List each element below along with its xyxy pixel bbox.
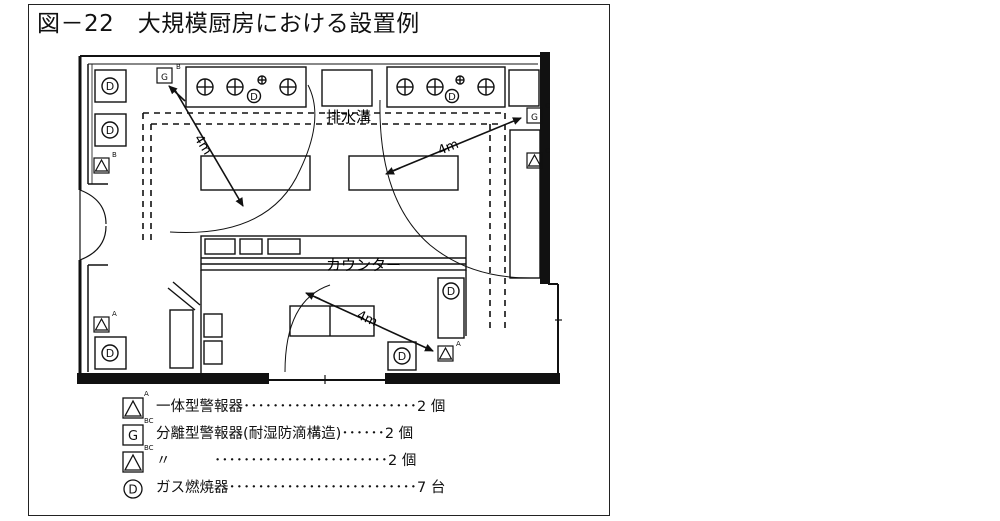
- distance-label-right: 4m: [436, 137, 461, 159]
- triangle-detector-icon: [122, 451, 144, 473]
- legend-text: 分離型警報器(耐湿防滴構造)･･････2 個: [156, 426, 414, 442]
- lower-partitions: [167, 270, 467, 373]
- detector-g-right: G C: [526, 102, 550, 124]
- svg-text:G: G: [128, 429, 138, 444]
- gas-burner-d-icon: D: [123, 479, 143, 499]
- lower-right-appliance: D: [437, 277, 465, 339]
- coverage-arcs: [169, 84, 531, 373]
- svg-text:G: G: [531, 113, 538, 123]
- left-appliance-top: D: [94, 69, 127, 103]
- figure-title: 図－22 大規模厨房における設置例: [37, 11, 420, 37]
- svg-text:D: D: [106, 347, 114, 360]
- lower-bottom-appliance: D: [387, 341, 417, 371]
- stove-range-right: D: [386, 66, 506, 108]
- right-long-unit: [509, 129, 541, 279]
- detector-g-top-left: G B: [156, 63, 181, 84]
- svg-text:B: B: [176, 63, 181, 71]
- outer-walls: [77, 52, 560, 384]
- gas-detector-g-icon: G: [122, 424, 144, 446]
- svg-text:A: A: [112, 310, 117, 318]
- svg-text:D: D: [447, 285, 455, 298]
- svg-text:C: C: [545, 102, 550, 110]
- left-double-door: [79, 189, 107, 261]
- triangle-detector-icon: [122, 397, 144, 419]
- counter: [200, 235, 467, 271]
- work-table-right: [348, 155, 459, 191]
- detector-triangle-left-a: A: [93, 310, 117, 333]
- legend-text: 〃 ････････････････････････2 個: [156, 453, 417, 469]
- left-appliance-middle: D: [94, 113, 127, 147]
- svg-text:D: D: [128, 483, 137, 497]
- svg-text:C: C: [545, 147, 550, 155]
- distance-label-bottom: 4m: [354, 308, 379, 330]
- distance-arrows: [168, 85, 522, 352]
- drain-channel: [142, 112, 506, 330]
- detector-triangle-left-b: B: [93, 151, 117, 174]
- detector-triangle-bottom-a: A: [437, 340, 461, 362]
- svg-text:D: D: [448, 92, 456, 103]
- svg-text:B: B: [112, 151, 117, 159]
- svg-text:D: D: [250, 92, 258, 103]
- svg-text:D: D: [398, 350, 406, 363]
- center-unit-top: [321, 69, 373, 107]
- figure-frame: [28, 4, 610, 516]
- drain-label: 排水溝: [326, 108, 371, 126]
- distance-label-left: 4m: [191, 132, 215, 158]
- svg-text:D: D: [106, 124, 114, 137]
- svg-text:G: G: [161, 73, 168, 83]
- legend-text: 一体型警報器････････････････････････2 個: [156, 399, 446, 415]
- detector-triangle-right-c: C: [526, 147, 550, 169]
- left-appliance-bottom: D: [94, 336, 127, 370]
- svg-text:D: D: [106, 80, 114, 93]
- legend-text: ガス燃焼器･･････････････････････････7 台: [156, 480, 446, 496]
- right-corner-unit: [508, 69, 540, 107]
- svg-text:A: A: [456, 340, 461, 348]
- work-table-left: [200, 155, 311, 191]
- stove-range-left: D: [185, 66, 307, 108]
- counter-label: カウンター: [326, 256, 401, 274]
